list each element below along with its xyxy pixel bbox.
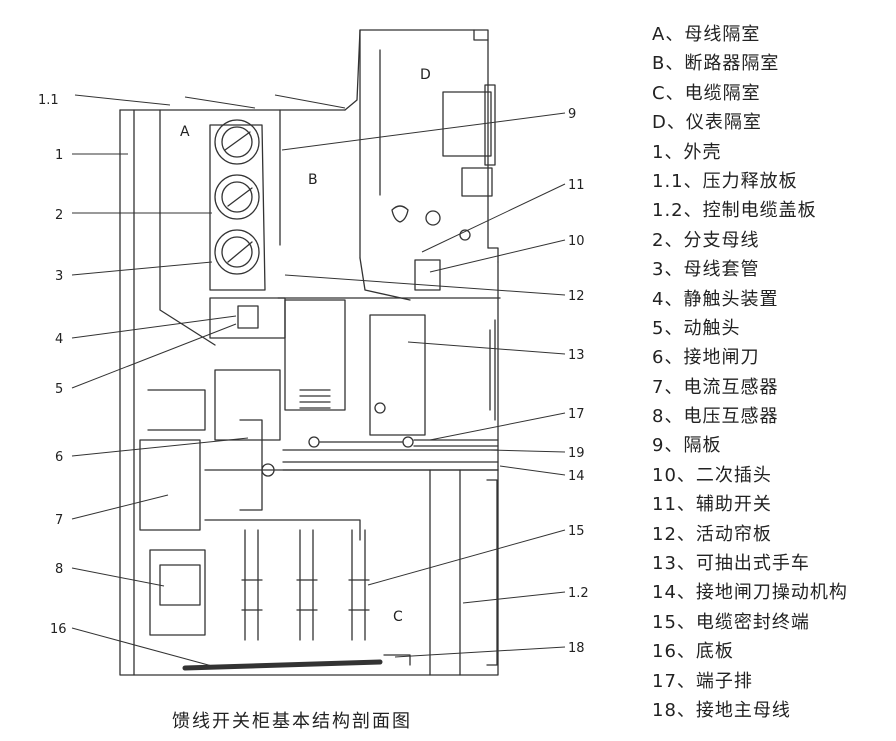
callout-10: 10	[568, 234, 585, 249]
legend-item: A、母线隔室	[652, 24, 761, 45]
instrument-compartment-parts	[379, 49, 499, 263]
callout-17: 17	[568, 407, 585, 422]
leader-14	[499, 465, 566, 476]
leader-3	[71, 261, 213, 276]
leader-1-1	[74, 94, 346, 109]
contact-assembly	[209, 259, 496, 436]
callout-3: 3	[55, 269, 63, 284]
callout-13: 13	[568, 348, 585, 363]
enclosure	[119, 29, 499, 676]
callout-5: 5	[55, 382, 63, 397]
zone-d: D	[420, 67, 431, 83]
callout-16: 16	[50, 622, 67, 637]
leader-12	[284, 274, 566, 296]
leader-16	[71, 627, 213, 667]
callout-14: 14	[568, 469, 585, 484]
legend-item: 8、电压互感器	[652, 406, 779, 428]
legend-item: 1.1、压力释放板	[652, 170, 798, 192]
legend-item: 1.2、控制电缆盖板	[652, 200, 817, 222]
legend-item: 2、分支母线	[652, 229, 760, 251]
legend-item: 12、活动帘板	[652, 523, 772, 545]
zone-c: C	[393, 609, 403, 625]
voltage-transformer	[149, 549, 206, 636]
callout-19: 19	[568, 446, 585, 461]
legend-item: 11、辅助开关	[652, 494, 772, 516]
busbar-bushings	[209, 119, 266, 291]
leader-11	[421, 183, 566, 253]
legend-item: 14、接地闸刀操动机构	[652, 582, 848, 604]
legend-item: 4、静触头装置	[652, 288, 779, 310]
legend-item: 16、底板	[652, 641, 734, 663]
callout-11: 11	[568, 178, 585, 193]
leader-8	[71, 567, 165, 587]
leader-18	[394, 646, 566, 658]
callout-15: 15	[568, 524, 585, 539]
callout-1: 1	[55, 148, 63, 163]
callout-1-2: 1.2	[568, 586, 589, 601]
leader-4	[71, 315, 237, 339]
leader-1-2	[462, 591, 566, 604]
legend-item: 1、外壳	[652, 141, 722, 163]
earthing-switch-and-ct	[139, 369, 499, 531]
bottom-plate	[182, 654, 411, 671]
callout-2: 2	[55, 208, 63, 223]
callout-18: 18	[568, 641, 585, 656]
leader-15	[367, 529, 566, 586]
switchgear-section-diagram: 1.1 1 2 3 4 5 6 7 8 16 9 11 10 12 13 17 …	[38, 29, 589, 676]
zone-a: A	[180, 124, 190, 140]
callout-4: 4	[55, 332, 63, 347]
legend-item: 6、接地闸刀	[652, 347, 760, 369]
leader-9	[281, 112, 566, 151]
cable-cover-plate	[486, 479, 498, 666]
cable-terminations	[204, 519, 370, 641]
zone-b: B	[308, 172, 318, 188]
callout-9: 9	[568, 107, 576, 122]
leader-7	[71, 494, 169, 520]
legend: A、母线隔室 B、断路器隔室 C、电缆隔室 D、仪表隔室 1、外壳 1.1、压力…	[652, 20, 848, 725]
legend-item: 10、二次插头	[652, 464, 772, 486]
callout-12: 12	[568, 289, 585, 304]
leader-5	[71, 323, 237, 389]
legend-item: D、仪表隔室	[652, 112, 762, 134]
legend-item: 17、端子排	[652, 670, 753, 692]
partitions	[159, 109, 501, 676]
figure-caption: 馈线开关柜基本结构剖面图	[172, 711, 412, 732]
legend-item: 3、母线套管	[652, 259, 760, 281]
legend-item: 9、隔板	[652, 435, 722, 457]
callout-8: 8	[55, 562, 63, 577]
leader-10	[429, 239, 566, 273]
legend-item: 13、可抽出式手车	[652, 553, 810, 575]
leader-17	[429, 412, 566, 441]
legend-item: 5、动触头	[652, 317, 741, 339]
legend-item: 15、电缆密封终端	[652, 611, 810, 633]
legend-item: C、电缆隔室	[652, 82, 761, 104]
leader-19	[489, 449, 566, 453]
legend-item: 7、电流互感器	[652, 376, 779, 398]
leader-6	[71, 437, 249, 457]
callout-6: 6	[55, 450, 63, 465]
legend-item: 18、接地主母线	[652, 699, 791, 721]
leader-13	[407, 341, 566, 355]
legend-item: B、断路器隔室	[652, 53, 780, 75]
callout-1-1: 1.1	[38, 93, 59, 108]
callout-7: 7	[55, 513, 63, 528]
